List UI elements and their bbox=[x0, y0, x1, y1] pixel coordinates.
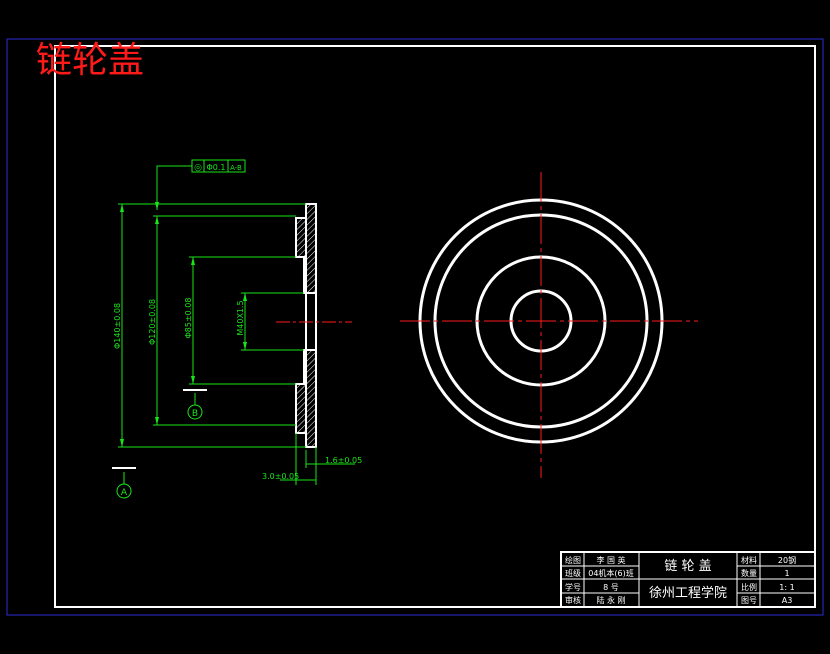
tolerance-frame: ◎ Φ0.1 A-B bbox=[191, 159, 246, 173]
tb-drawn-value: 李 国 英 bbox=[596, 555, 625, 565]
dim-dia-3: Φ85±0.08 bbox=[184, 298, 193, 339]
dim-step: 1.6±0.05 bbox=[325, 456, 362, 465]
datum-b-label: B bbox=[192, 409, 198, 419]
dim-thickness: 3.0±0.05 bbox=[262, 472, 299, 481]
tb-scale-label: 比例 bbox=[741, 582, 757, 592]
tb-class-value: 04机本(6)班 bbox=[588, 568, 634, 578]
dim-outer-dia: Φ140±0.08 bbox=[113, 303, 122, 349]
tolerance-symbol: ◎ bbox=[194, 163, 202, 173]
drawing-border bbox=[54, 45, 816, 608]
tb-quantity-value: 1 bbox=[784, 569, 789, 578]
tolerance-value: Φ0.1 bbox=[206, 163, 225, 172]
dimension-arrows bbox=[120, 202, 247, 447]
tb-student-no-value: 8 号 bbox=[603, 583, 619, 592]
datum-a-circle bbox=[116, 483, 132, 499]
tb-material-label: 材料 bbox=[741, 555, 757, 565]
tb-material-value: 20钢 bbox=[778, 555, 796, 565]
tolerance-datum: A-B bbox=[230, 164, 242, 172]
drawing-title: 链轮盖 bbox=[36, 40, 144, 81]
dim-thread: M40X1.5 bbox=[236, 300, 245, 335]
front-centerlines bbox=[400, 172, 698, 478]
title-block bbox=[560, 551, 816, 608]
tb-part-name: 链 轮 盖 bbox=[664, 559, 711, 574]
tb-class-label: 班级 bbox=[565, 568, 581, 578]
datum-b-circle bbox=[187, 404, 203, 420]
tb-review-value: 陆 永 刚 bbox=[596, 595, 625, 605]
tb-quantity-label: 数量 bbox=[741, 568, 757, 578]
tb-drawn-label: 绘图 bbox=[565, 555, 581, 565]
outer-frame bbox=[6, 38, 824, 616]
section-view bbox=[276, 203, 352, 448]
tb-review-label: 审核 bbox=[565, 595, 581, 605]
tb-school: 徐州工程学院 bbox=[649, 585, 727, 601]
tb-sheet-label: 图号 bbox=[741, 596, 757, 605]
tb-student-no-label: 学号 bbox=[565, 582, 581, 592]
dimensions bbox=[118, 165, 355, 485]
dim-dia-2: Φ120±0.08 bbox=[148, 299, 157, 345]
tb-sheet-value: A3 bbox=[782, 596, 793, 605]
tb-scale-value: 1: 1 bbox=[779, 583, 794, 592]
datum-a-label: A bbox=[121, 488, 128, 498]
